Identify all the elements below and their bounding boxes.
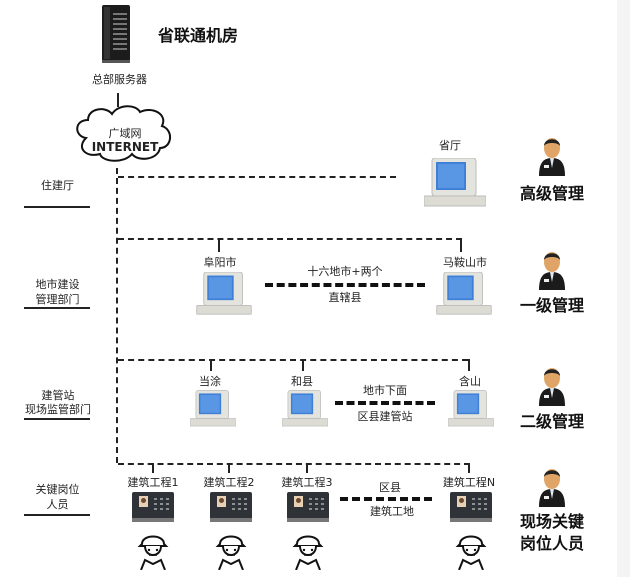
construction-worker-icon bbox=[292, 530, 324, 570]
left-label-city-1: 地市建设 bbox=[35, 278, 80, 291]
tick bbox=[460, 238, 462, 252]
tick bbox=[228, 463, 230, 473]
cloud-label-cn: 广域网 bbox=[108, 127, 142, 140]
right-label-senior: 高级管理 bbox=[519, 184, 584, 203]
site-link-label-bottom: 建筑工地 bbox=[370, 505, 414, 518]
desktop-computer-icon[interactable] bbox=[424, 158, 486, 208]
county-peer-link bbox=[335, 401, 435, 405]
county-bus-line bbox=[118, 359, 468, 361]
desktop-computer-icon[interactable] bbox=[282, 390, 328, 428]
site-peer-link bbox=[340, 497, 432, 501]
tick bbox=[210, 359, 212, 371]
node-label-site-1: 建筑工程1 bbox=[127, 476, 179, 489]
county-link-label-top: 地市下面 bbox=[363, 384, 407, 397]
county-link-label-bottom: 区县建管站 bbox=[357, 410, 413, 423]
left-label-province: 住建厅 bbox=[41, 179, 74, 192]
tick bbox=[468, 463, 470, 473]
construction-worker-icon bbox=[215, 530, 247, 570]
right-edge-strip bbox=[617, 0, 630, 577]
left-label-site-2: 人员 bbox=[46, 498, 69, 511]
divider bbox=[24, 418, 90, 420]
node-label-county-2: 和县 bbox=[291, 375, 313, 388]
construction-worker-icon bbox=[455, 530, 487, 570]
right-label-site-2: 岗位人员 bbox=[519, 534, 584, 553]
node-label-province: 省厅 bbox=[439, 139, 461, 152]
city-peer-link bbox=[265, 283, 425, 287]
right-label-site-1: 现场关键 bbox=[519, 512, 584, 531]
right-label-level2: 二级管理 bbox=[519, 412, 584, 431]
city-link-label-bottom: 直辖县 bbox=[328, 291, 362, 304]
tick bbox=[218, 238, 220, 252]
left-label-county-2: 现场监管部门 bbox=[25, 403, 91, 416]
divider bbox=[24, 206, 90, 208]
desktop-computer-icon[interactable] bbox=[196, 272, 252, 316]
server-tower-icon bbox=[100, 5, 132, 63]
node-label-site-2: 建筑工程2 bbox=[203, 476, 255, 489]
server-label: 总部服务器 bbox=[92, 73, 147, 86]
cloud-icon bbox=[72, 104, 176, 166]
desktop-computer-icon[interactable] bbox=[436, 272, 492, 316]
left-label-county-1: 建管站 bbox=[41, 389, 75, 402]
city-link-label-top: 十六地市+两个 bbox=[307, 265, 383, 278]
tick bbox=[306, 463, 308, 473]
divider bbox=[24, 514, 90, 516]
manager-avatar-icon bbox=[538, 136, 566, 176]
node-label-city-2: 马鞍山市 bbox=[443, 256, 487, 269]
tick bbox=[152, 463, 154, 473]
face-recognition-terminal-icon[interactable] bbox=[450, 492, 492, 522]
face-recognition-terminal-icon[interactable] bbox=[132, 492, 174, 522]
node-label-city-1: 阜阳市 bbox=[203, 256, 237, 269]
province-link-line bbox=[118, 176, 396, 178]
manager-avatar-icon bbox=[538, 250, 566, 290]
tick bbox=[302, 359, 304, 371]
face-recognition-terminal-icon[interactable] bbox=[210, 492, 252, 522]
site-bus-line bbox=[118, 463, 470, 465]
left-label-city-2: 管理部门 bbox=[35, 293, 80, 306]
page-title: 省联通机房 bbox=[158, 26, 239, 45]
manager-avatar-icon bbox=[538, 366, 566, 406]
node-label-site-n: 建筑工程N bbox=[442, 476, 496, 489]
server-link-line bbox=[117, 93, 119, 107]
cloud-label-en: INTERNET bbox=[91, 140, 159, 154]
right-label-level1: 一级管理 bbox=[519, 296, 584, 315]
tick bbox=[468, 359, 470, 371]
divider bbox=[24, 307, 90, 309]
node-label-county-1: 当涂 bbox=[199, 375, 221, 388]
node-label-site-3: 建筑工程3 bbox=[281, 476, 333, 489]
desktop-computer-icon[interactable] bbox=[190, 390, 236, 428]
left-label-site-1: 关键岗位 bbox=[35, 483, 80, 496]
site-link-label-top: 区县 bbox=[379, 481, 401, 494]
city-bus-line bbox=[118, 238, 462, 240]
trunk-line bbox=[116, 168, 118, 463]
face-recognition-terminal-icon[interactable] bbox=[287, 492, 329, 522]
desktop-computer-icon[interactable] bbox=[448, 390, 494, 428]
construction-worker-icon bbox=[137, 530, 169, 570]
node-label-county-3: 含山 bbox=[459, 375, 481, 388]
manager-avatar-icon bbox=[538, 467, 566, 507]
